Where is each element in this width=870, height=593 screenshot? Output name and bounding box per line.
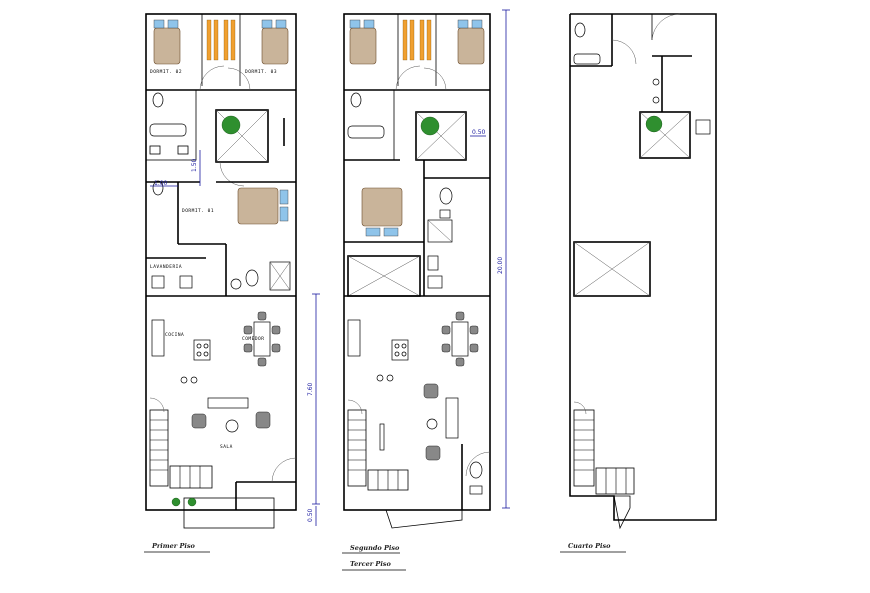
- room-label-bedroom-3: DORMIT. 03: [245, 69, 277, 75]
- stairs-icon: [149, 409, 213, 489]
- sofa-icon: [191, 397, 271, 433]
- toilet-icon: [573, 22, 601, 65]
- plan-second-floor: 0.50: [342, 9, 510, 571]
- bed-icon: [349, 19, 485, 65]
- dining-table-icon: [243, 311, 281, 367]
- stairs-icon: [347, 409, 409, 491]
- caption-second-floor: Segundo Piso: [350, 544, 400, 552]
- plant-icon: [221, 115, 241, 135]
- room-label-laundry: LAVANDERIA: [150, 264, 182, 270]
- closet-icon: [206, 19, 236, 61]
- bed-icon: [153, 19, 289, 65]
- dim-label: 7.60: [307, 382, 314, 396]
- dim-label: 1.00: [154, 180, 168, 187]
- stairs-icon: [573, 409, 635, 495]
- toilet-icon: [152, 92, 164, 196]
- plan-fourth-floor: Cuarto Piso: [560, 13, 717, 553]
- room-label-living: SALA: [220, 444, 233, 450]
- sofa-icon: [423, 383, 459, 461]
- closet-icon: [402, 19, 432, 61]
- toilet-icon: [350, 92, 362, 108]
- caption-third-floor: Tercer Piso: [350, 560, 391, 568]
- toilet-icon: [439, 187, 453, 219]
- plant-icon: [420, 116, 440, 136]
- dim-label: 0.50: [472, 129, 486, 136]
- dim-label: 0.50: [307, 508, 314, 522]
- bed-icon: [237, 187, 289, 225]
- dining-table-icon: [441, 311, 479, 367]
- room-label-kitchen: COCINA: [165, 332, 184, 338]
- plant-icon: [171, 497, 197, 507]
- plan-first-floor: DORMIT. 02 DORMIT. 03: [144, 13, 320, 553]
- bed-icon: [361, 187, 403, 237]
- dim-label: 1.50: [191, 158, 198, 172]
- bathtub-icon: [347, 125, 385, 139]
- dim-label: 20.00: [497, 257, 504, 274]
- room-label-bedroom-2: DORMIT. 02: [150, 69, 182, 75]
- caption-first-floor: Primer Piso: [151, 542, 195, 550]
- room-label-dining: COMEDOR: [242, 336, 264, 342]
- toilet-icon: [469, 461, 483, 495]
- toilet-icon: [230, 269, 259, 290]
- plant-icon: [645, 115, 663, 133]
- caption-fourth-floor: Cuarto Piso: [568, 542, 611, 550]
- room-label-bedroom-1: DORMIT. 01: [182, 208, 214, 214]
- bathtub-icon: [149, 123, 187, 137]
